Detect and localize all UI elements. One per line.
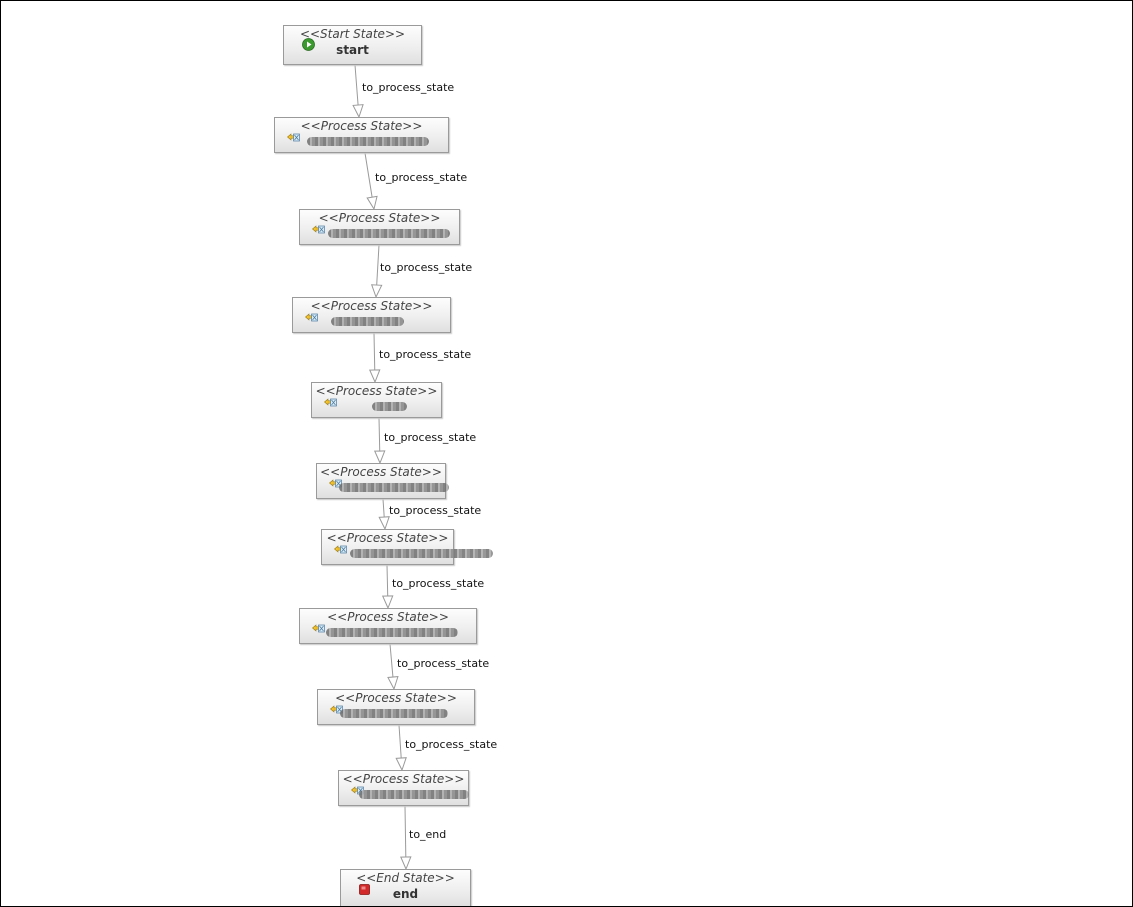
process-state-node[interactable]: <<Process State>> <box>316 463 449 499</box>
transition-p2-p3[interactable] <box>370 244 383 299</box>
state-name: end <box>392 887 419 901</box>
stereotype-label: <<Process State>> <box>326 531 449 545</box>
stereotype-label: <<End State>> <box>356 871 455 885</box>
arrowhead <box>373 450 386 465</box>
process-state-node[interactable]: <<Process State>> <box>311 382 442 418</box>
arrowhead <box>368 369 381 384</box>
process-state-node[interactable]: <<Process State>> <box>317 689 475 725</box>
transition-start-p1[interactable] <box>352 64 364 119</box>
transition-p5-p6[interactable] <box>378 498 390 531</box>
redacted-state-name <box>331 317 404 326</box>
start-state-node[interactable]: <<Start State>> start <box>283 25 422 65</box>
transition-label[interactable]: to_process_state <box>389 504 482 517</box>
stereotype-label: <<Process State>> <box>342 772 465 786</box>
transition-label[interactable]: to_process_state <box>392 577 485 590</box>
stereotype-label: <<Process State>> <box>320 465 442 479</box>
end-state-node[interactable]: <<End State>> end <box>340 869 471 906</box>
stereotype-label: <<Process State>> <box>315 384 438 398</box>
state-name: start <box>336 43 369 57</box>
process-state-icon <box>334 541 347 554</box>
stereotype-label: <<Start State>> <box>299 27 406 41</box>
transition-label[interactable]: to_end <box>409 828 447 841</box>
transition-label[interactable]: to_process_state <box>380 261 473 274</box>
stereotype-label: <<Process State>> <box>310 299 433 313</box>
process-state-node[interactable]: <<Process State>> <box>321 529 493 565</box>
arrowhead <box>400 856 412 871</box>
arrowhead <box>395 757 407 772</box>
process-state-node[interactable]: <<Process State>> <box>274 117 449 153</box>
transition-label[interactable]: to_process_state <box>397 657 490 670</box>
process-state-node[interactable]: <<Process State>> <box>292 297 451 333</box>
redacted-state-name <box>340 709 448 718</box>
process-state-node[interactable]: <<Process State>> <box>299 209 460 245</box>
transition-label[interactable]: to_process_state <box>379 348 472 361</box>
transition-p9-end[interactable] <box>400 805 412 871</box>
transition-p1-p2[interactable] <box>364 152 378 211</box>
transition-p4-p5[interactable] <box>373 417 386 465</box>
transition-label[interactable]: to_process_state <box>362 81 455 94</box>
transition-p6-p7[interactable] <box>381 564 394 610</box>
arrowhead <box>352 104 364 119</box>
process-state-icon <box>312 620 325 633</box>
process-state-icon <box>312 221 325 234</box>
redacted-state-name <box>372 402 407 411</box>
redacted-state-name <box>326 628 458 637</box>
green-play-icon <box>302 36 315 51</box>
redacted-state-name <box>359 790 469 799</box>
transition-label[interactable]: to_process_state <box>405 738 498 751</box>
stereotype-label: <<Process State>> <box>335 691 457 705</box>
process-state-icon <box>287 129 300 142</box>
process-state-icon <box>305 309 318 322</box>
red-stop-icon <box>358 881 371 895</box>
arrowhead <box>370 284 383 299</box>
redacted-state-name <box>307 137 429 146</box>
stereotype-label: <<Process State>> <box>327 610 449 624</box>
process-state-icon <box>324 394 337 407</box>
arrowhead <box>378 516 390 531</box>
transition-p7-p8[interactable] <box>387 643 399 691</box>
stereotype-label: <<Process State>> <box>318 211 441 225</box>
arrowhead <box>387 676 399 691</box>
redacted-state-name <box>339 483 449 492</box>
transition-label[interactable]: to_process_state <box>375 171 468 184</box>
redacted-state-name <box>328 229 450 238</box>
arrowhead <box>366 195 378 211</box>
transition-p8-p9[interactable] <box>395 724 407 772</box>
arrowhead <box>381 595 394 610</box>
redacted-state-name <box>350 549 493 558</box>
stereotype-label: <<Process State>> <box>300 119 423 133</box>
transition-label[interactable]: to_process_state <box>384 431 477 444</box>
process-state-node[interactable]: <<Process State>> <box>338 770 469 806</box>
process-state-node[interactable]: <<Process State>> <box>299 608 477 644</box>
transition-p3-p4[interactable] <box>368 332 381 384</box>
